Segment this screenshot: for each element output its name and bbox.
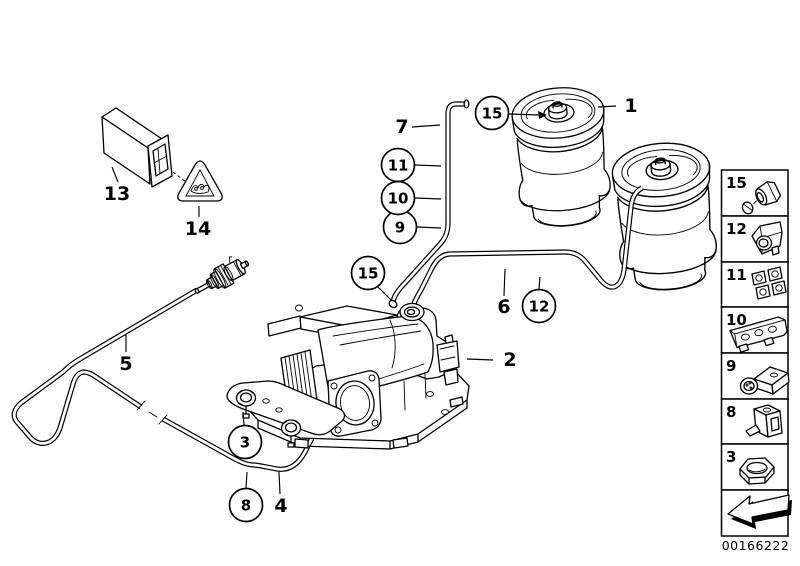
tube-break-marks: [136, 400, 168, 425]
legend-label-3: 3: [726, 448, 736, 466]
callout-circled-10: 10: [380, 180, 442, 216]
svg-text:12: 12: [529, 298, 550, 316]
svg-text:1: 1: [624, 95, 637, 117]
legend-cell-9: 9: [720, 352, 790, 400]
legend-cell-arrow: [720, 489, 792, 537]
legend-cell-11: 11: [720, 261, 789, 308]
legend-cell-3: 3: [720, 443, 789, 491]
svg-text:4: 4: [274, 495, 287, 517]
callouts: 1 2 4 5 6 7 13 14: [104, 95, 638, 523]
compressor: [226, 304, 470, 450]
legend-label-10: 10: [726, 311, 747, 329]
legend: 15 12 11: [720, 169, 792, 553]
legend-label-12: 12: [726, 220, 747, 238]
svg-text:5: 5: [119, 353, 132, 375]
connector-icon-9: [739, 366, 790, 395]
svg-text:15: 15: [482, 105, 503, 123]
callout-2: 2: [466, 349, 517, 371]
air-spring-right: [609, 138, 721, 295]
callout-circled-12: 12: [521, 276, 557, 324]
svg-text:9: 9: [395, 219, 405, 237]
callout-circled-15-compressor: 15: [350, 255, 392, 301]
callout-7: 7: [395, 116, 441, 138]
callout-circled-3: 3: [227, 411, 263, 460]
svg-text:2: 2: [503, 349, 516, 371]
legend-cell-12: 12: [720, 215, 789, 263]
callout-circled-11: 11: [380, 147, 442, 183]
svg-text:6: 6: [497, 296, 510, 318]
compressor-port-fitting: [399, 302, 425, 322]
svg-text:14: 14: [185, 218, 211, 240]
fitting-icon: [741, 181, 782, 215]
control-unit: [101, 107, 187, 188]
legend-label-15: 15: [726, 174, 747, 192]
clip-icon-8: [745, 404, 783, 438]
legend-cell-15: 15: [720, 169, 789, 217]
svg-text:10: 10: [388, 190, 409, 208]
callout-circled-9: 9: [382, 209, 442, 245]
holder-icon-11: [751, 266, 787, 300]
air-line-rear: [407, 185, 644, 315]
leader-arrowhead: [538, 111, 547, 119]
legend-label-11: 11: [726, 266, 747, 284]
intake-line: [11, 287, 328, 472]
callout-13: 13: [104, 166, 130, 205]
legend-cell-8: 8: [720, 398, 789, 445]
svg-text:15: 15: [358, 265, 379, 283]
nut-icon: [739, 457, 775, 485]
callout-circled-15-spring: 15: [474, 95, 547, 131]
callout-14: 14: [185, 206, 211, 240]
callout-4: 4: [274, 471, 288, 517]
reference-dash-line: [172, 171, 187, 183]
legend-label-8: 8: [726, 403, 736, 421]
holder-icon-12: [751, 221, 783, 256]
intake-filter: [194, 256, 250, 294]
rubber-mount-bolt-rear: [280, 419, 302, 448]
direction-arrow-icon: [727, 494, 792, 529]
legend-cell-10: 10: [720, 306, 789, 354]
callout-5: 5: [119, 335, 133, 375]
callout-circled-8: 8: [228, 471, 264, 523]
svg-text:3: 3: [240, 434, 250, 452]
air-line-front: [388, 99, 470, 309]
legend-label-9: 9: [726, 357, 736, 375]
document-number: 00166222: [722, 538, 790, 553]
svg-text:7: 7: [395, 116, 408, 138]
svg-text:11: 11: [388, 157, 409, 175]
callout-1: 1: [597, 95, 638, 117]
warning-triangle: [177, 160, 223, 202]
callout-6: 6: [497, 268, 511, 318]
svg-text:13: 13: [104, 183, 130, 205]
rubber-mount-bolt-front: [235, 389, 257, 419]
air-spring-left: [509, 83, 615, 231]
svg-text:8: 8: [241, 497, 251, 515]
holder-icon-10: [729, 316, 788, 353]
